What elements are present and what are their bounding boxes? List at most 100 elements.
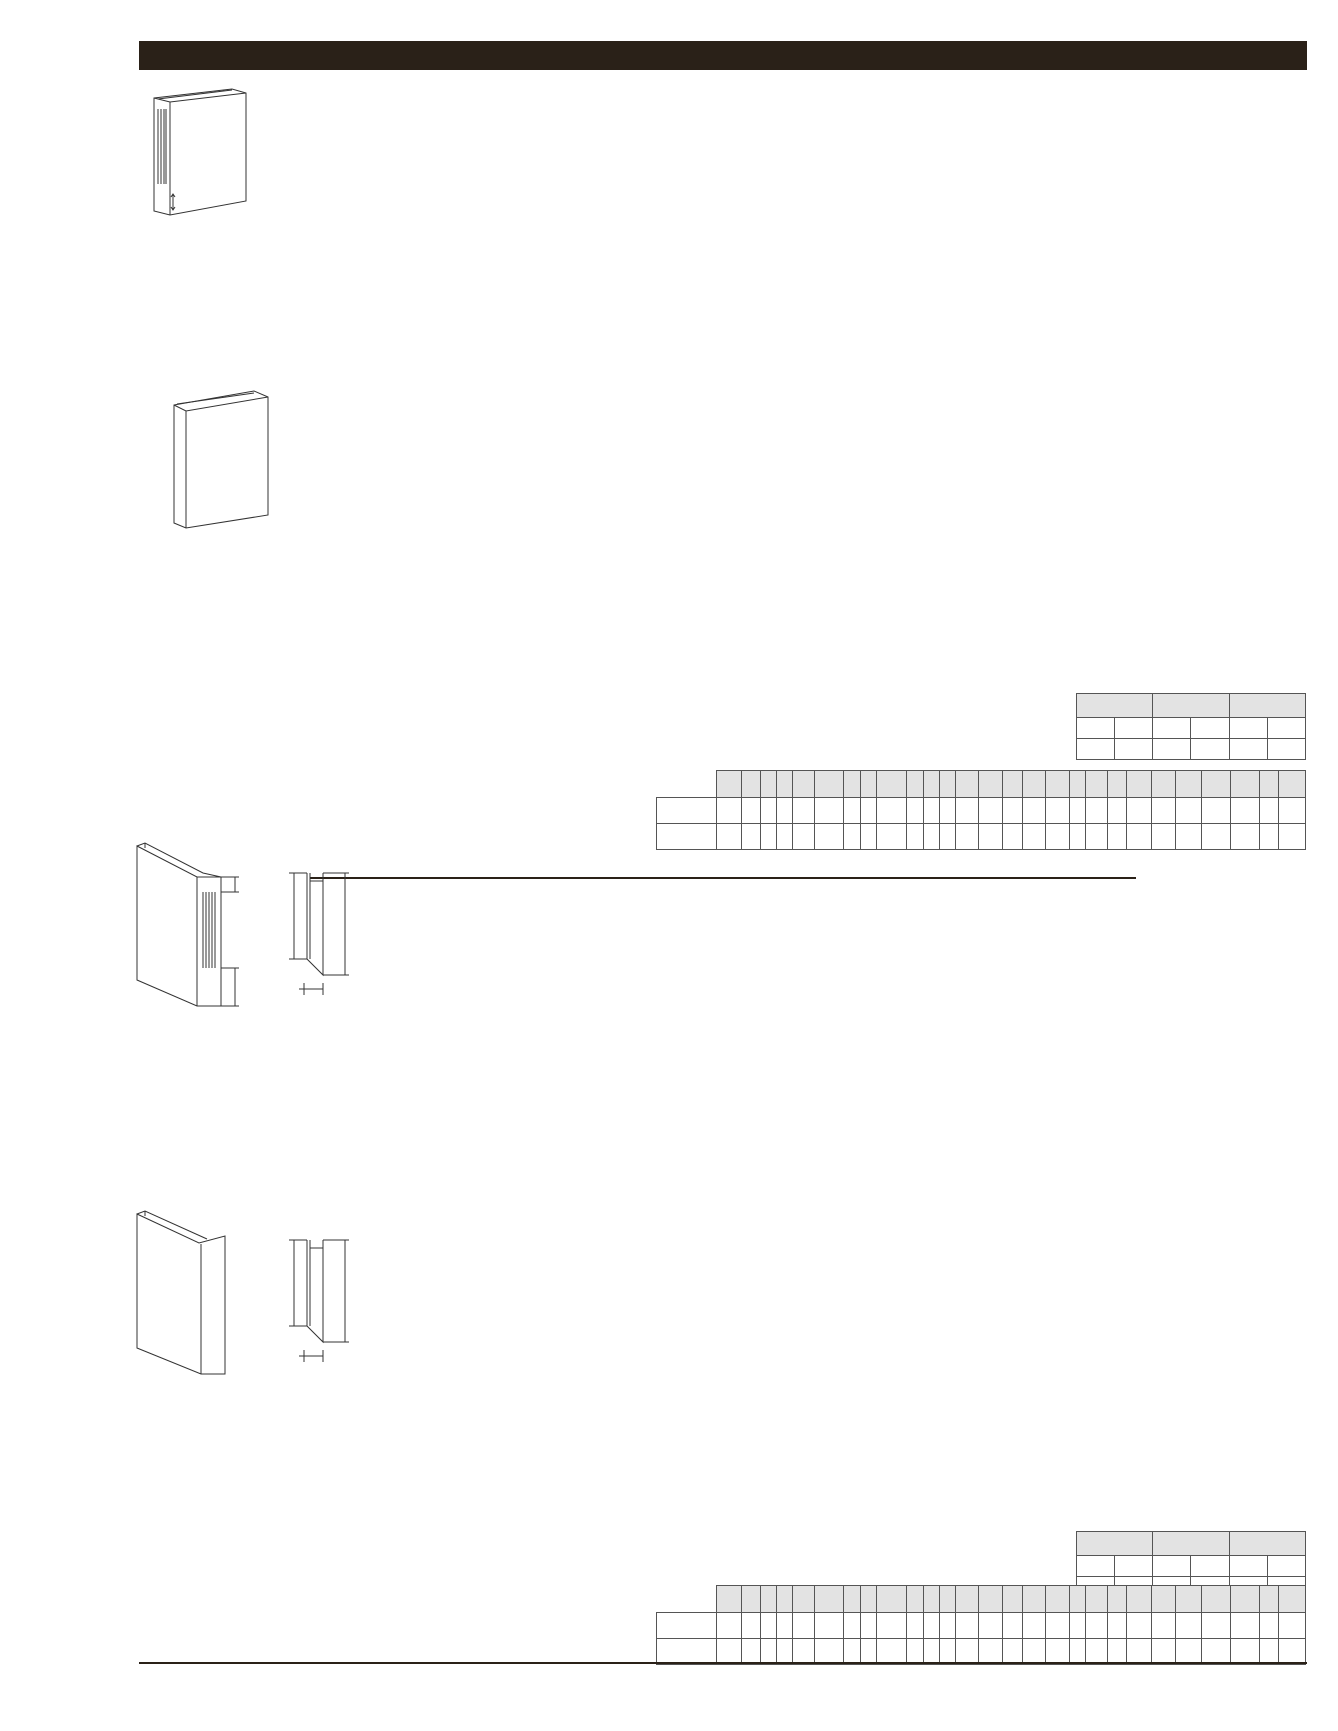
table-cell (1069, 1638, 1086, 1665)
table-header-cell (814, 1585, 844, 1613)
table-cell (1126, 823, 1152, 850)
table-cell (1075, 717, 1116, 739)
table-cell (906, 797, 924, 824)
table-cell (1107, 1612, 1127, 1639)
table-cell (814, 1612, 844, 1639)
table-header-cell (792, 1585, 815, 1613)
table-cell (1022, 797, 1046, 824)
table-header-cell (978, 1585, 1003, 1613)
table-cell (1230, 1612, 1260, 1639)
table-cell (860, 797, 877, 824)
table-cell (1002, 1638, 1023, 1665)
table-cell (876, 1638, 907, 1665)
table-cell (1230, 797, 1260, 824)
table-cell (955, 1612, 979, 1639)
table-cell (1151, 797, 1176, 824)
table-cell (1152, 717, 1192, 739)
table-cell (1085, 797, 1108, 824)
table-header-cell (1151, 1585, 1176, 1613)
table-cell (1075, 1555, 1116, 1577)
table-cell (1266, 717, 1307, 739)
table-cell (860, 1612, 877, 1639)
table-cell (1175, 1612, 1202, 1639)
table-cell (1126, 1612, 1152, 1639)
table-cell (760, 823, 777, 850)
table-cell (814, 1638, 844, 1665)
table-header-cell (939, 770, 956, 798)
table-cell (876, 1612, 907, 1639)
table-header-cell (1228, 1531, 1307, 1556)
table-header-cell (760, 770, 777, 798)
table-cell (1201, 823, 1231, 850)
table-cell (1075, 738, 1116, 760)
table-header-cell (1085, 770, 1108, 798)
table-cell (860, 823, 877, 850)
table-cell (760, 1638, 777, 1665)
table-cell (1259, 797, 1279, 824)
table-header-cell (1045, 770, 1070, 798)
header-bar (139, 41, 1307, 70)
table-cell (1175, 1638, 1202, 1665)
table-cell (1107, 797, 1127, 824)
table-header-cell (1075, 1531, 1154, 1556)
table-cell (978, 1638, 1003, 1665)
table-cell (1069, 1612, 1086, 1639)
table-cell (939, 1612, 956, 1639)
table-cell (939, 823, 956, 850)
table-header-cell (1022, 770, 1046, 798)
table-cell (1278, 823, 1306, 850)
table-cell (776, 1638, 793, 1665)
table-cell (1045, 823, 1070, 850)
table-cell (1201, 797, 1231, 824)
table-header-cell (1151, 770, 1176, 798)
table-header-cell (1126, 1585, 1152, 1613)
table-cell (1190, 738, 1230, 760)
table-cell (741, 797, 761, 824)
table-cell (1045, 1638, 1070, 1665)
table-cell (741, 1638, 761, 1665)
row-label-cell (656, 1638, 717, 1665)
table-cell (1069, 797, 1086, 824)
table-cell (1259, 1638, 1279, 1665)
table-cell (792, 1638, 815, 1665)
table-header-cell (955, 1585, 979, 1613)
table-cell (1022, 1612, 1046, 1639)
table-header-cell (1175, 1585, 1202, 1613)
table-cell (1151, 1638, 1176, 1665)
table-cell (1230, 823, 1260, 850)
table-cell (1114, 1555, 1154, 1577)
plain-pilaster-icon (135, 1208, 230, 1376)
table-cell (792, 823, 815, 850)
table-cell (978, 823, 1003, 850)
table-cell (716, 1612, 742, 1639)
table-header-cell (939, 1585, 956, 1613)
table-cell (1114, 717, 1154, 739)
table-cell (843, 1612, 861, 1639)
table-cell (876, 797, 907, 824)
table-header-cell (1201, 1585, 1231, 1613)
table-cell (741, 1612, 761, 1639)
table-cell (1114, 738, 1154, 760)
table-header-cell (776, 1585, 793, 1613)
table-cell (776, 1612, 793, 1639)
table-cell (1152, 738, 1192, 760)
table-cell (955, 823, 979, 850)
table-cell (1259, 1612, 1279, 1639)
table-cell (792, 797, 815, 824)
table-cell (776, 797, 793, 824)
table-header-cell (1278, 770, 1306, 798)
table-header-cell (776, 770, 793, 798)
pilaster-cross-section-icon (289, 871, 361, 995)
table-cell (1002, 823, 1023, 850)
table-header-cell (1228, 693, 1307, 718)
table-cell (1045, 1612, 1070, 1639)
table-cell (1152, 1555, 1192, 1577)
table-cell (1228, 738, 1268, 760)
table-header-cell (906, 770, 924, 798)
table-cell (843, 823, 861, 850)
table-header-cell (1075, 693, 1154, 718)
table-cell (906, 823, 924, 850)
table-cell (1228, 1555, 1268, 1577)
table-cell (843, 1638, 861, 1665)
table-cell (1278, 797, 1306, 824)
